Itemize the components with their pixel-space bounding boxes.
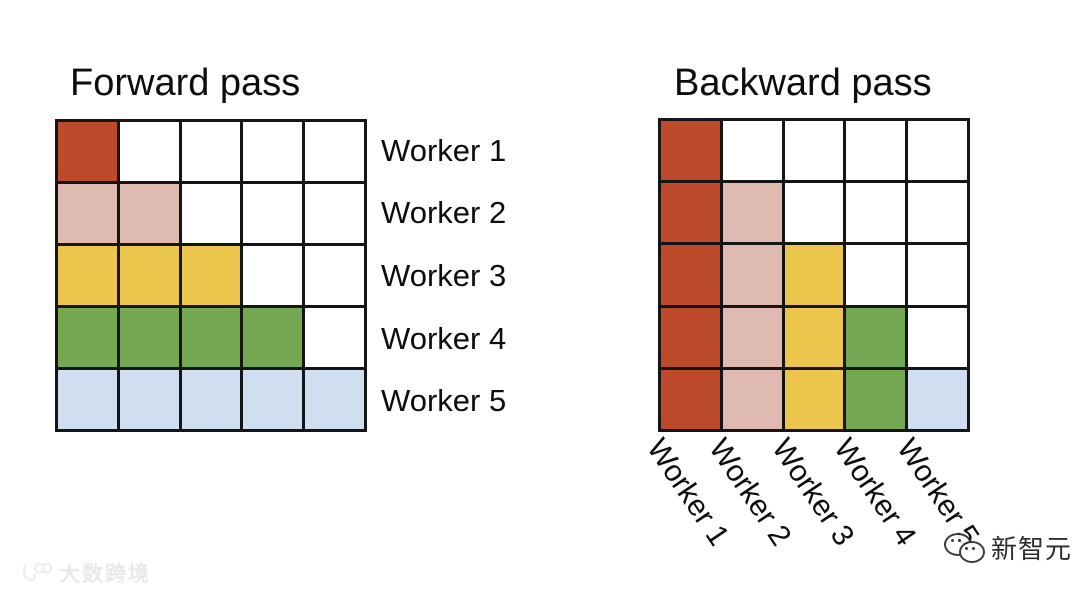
grid-cell xyxy=(119,370,179,429)
forward-worker-row-labels: Worker 1 Worker 2 Worker 3 Worker 4 Worker 5 xyxy=(381,119,556,432)
grid-cell xyxy=(243,308,303,367)
grid-cell xyxy=(722,245,782,305)
grid-cell xyxy=(58,122,117,181)
grid-cell xyxy=(846,307,906,367)
grid-cell xyxy=(305,308,364,367)
grid-cell xyxy=(722,307,782,367)
backward-pass-grid xyxy=(658,118,970,432)
grid-cell xyxy=(181,370,241,429)
grid-cell xyxy=(661,307,720,367)
grid-cell xyxy=(243,370,303,429)
grid-cell xyxy=(661,121,720,181)
grid-cell xyxy=(784,245,844,305)
grid-cell xyxy=(908,121,967,181)
grid-cell xyxy=(722,369,782,429)
grid-cell xyxy=(908,369,967,429)
grid-cell xyxy=(661,183,720,243)
grid-cell xyxy=(119,184,179,243)
grid-cell xyxy=(58,184,117,243)
grid-cell xyxy=(305,122,364,181)
grid-cell xyxy=(305,184,364,243)
grid-cell xyxy=(181,308,241,367)
grid-cell xyxy=(58,370,117,429)
grid-cell xyxy=(784,121,844,181)
grid-cell xyxy=(119,122,179,181)
grid-cell xyxy=(722,121,782,181)
grid-cell xyxy=(846,121,906,181)
grid-cell xyxy=(119,308,179,367)
backward-pass-title: Backward pass xyxy=(674,61,932,104)
backward-pass-panel: Backward pass xyxy=(600,0,1080,600)
grid-cell xyxy=(119,246,179,305)
grid-cell xyxy=(58,308,117,367)
grid-cell xyxy=(243,184,303,243)
row-label-worker-5: Worker 5 xyxy=(381,383,507,419)
grid-cell xyxy=(58,246,117,305)
grid-cell xyxy=(908,307,967,367)
grid-cell xyxy=(846,245,906,305)
grid-cell xyxy=(305,370,364,429)
grid-cell xyxy=(784,307,844,367)
grid-cell xyxy=(661,245,720,305)
grid-cell xyxy=(305,246,364,305)
grid-cell xyxy=(181,184,241,243)
grid-cell xyxy=(243,246,303,305)
grid-cell xyxy=(908,183,967,243)
grid-cell xyxy=(722,183,782,243)
forward-pass-title: Forward pass xyxy=(70,61,301,104)
grid-cell xyxy=(181,246,241,305)
grid-cell xyxy=(181,122,241,181)
row-label-worker-3: Worker 3 xyxy=(381,257,507,293)
row-label-worker-1: Worker 1 xyxy=(381,132,507,168)
grid-cell xyxy=(784,183,844,243)
grid-cell xyxy=(846,369,906,429)
grid-cell xyxy=(908,245,967,305)
grid-cell xyxy=(784,369,844,429)
row-label-worker-2: Worker 2 xyxy=(381,195,507,231)
forward-pass-grid xyxy=(55,119,367,432)
row-label-worker-4: Worker 4 xyxy=(381,320,507,356)
grid-cell xyxy=(243,122,303,181)
grid-cell xyxy=(846,183,906,243)
grid-cell xyxy=(661,369,720,429)
